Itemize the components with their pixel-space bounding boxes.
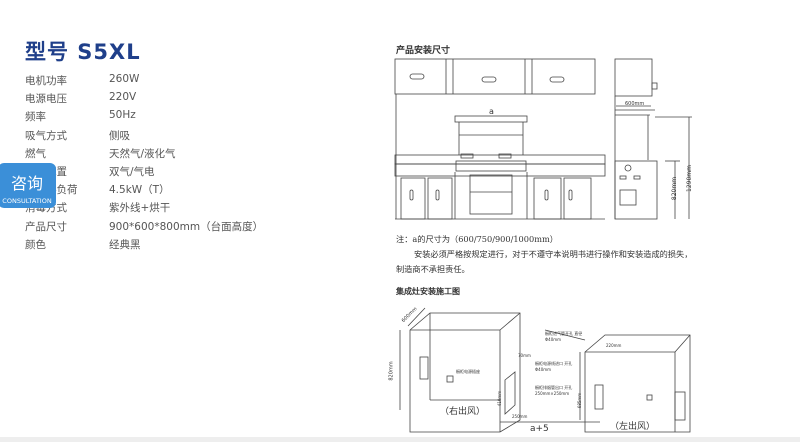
dim-820-iso: 820mm bbox=[388, 361, 395, 381]
dim-600: 600mm bbox=[625, 101, 645, 107]
dim-1290: 1290mm bbox=[685, 165, 693, 192]
spec-value: 4.5kW（T） bbox=[109, 184, 170, 197]
exhaust-label: 橱柜排烟管出口 开孔250mm×250mm bbox=[535, 385, 573, 396]
consultation-button[interactable]: 咨询 CONSULTATION bbox=[0, 163, 56, 208]
spec-value: 天然气/液化气 bbox=[109, 147, 176, 160]
spec-key: 颜色 bbox=[25, 238, 46, 251]
spec-key: 电源电压 bbox=[25, 93, 67, 106]
spec-row: 燃气 天然气/液化气 bbox=[25, 146, 263, 164]
spec-row: 电机功率 260W bbox=[25, 73, 263, 91]
spec-row: 产品尺寸 900*600*800mm（台面高度） bbox=[25, 219, 263, 237]
spec-key: 产品尺寸 bbox=[25, 220, 67, 233]
page-title: 型号 S5XL bbox=[25, 40, 141, 64]
dim-410: 410mm bbox=[497, 390, 503, 407]
construction-heading: 集成灶安装施工图 bbox=[396, 287, 460, 296]
spec-value: 50Hz bbox=[109, 109, 136, 122]
dim-250: 250mm bbox=[512, 414, 528, 419]
spec-value: 双气/气电 bbox=[109, 165, 155, 178]
socket-label: 橱柜电源插座 bbox=[456, 369, 480, 374]
dim-70: 70mm bbox=[518, 353, 531, 358]
spec-value: 紫外线+烘干 bbox=[109, 202, 171, 215]
right-outlet-label: （右出风） bbox=[440, 407, 486, 417]
spec-key: 燃气 bbox=[25, 147, 46, 160]
spec-value: 900*600*800mm（台面高度） bbox=[109, 220, 264, 233]
dim-a: a bbox=[489, 107, 494, 116]
bottom-bar bbox=[0, 437, 800, 442]
install-note: 注：a的尺寸为（600/750/900/1000mm） 安装必须严格按规定进行，… bbox=[396, 232, 696, 277]
spec-row: 电源电压 220V bbox=[25, 91, 263, 109]
gas-inlet-label: 橱柜进气管开孔 直径Φ40mm bbox=[545, 331, 583, 342]
spec-value: 220V bbox=[109, 91, 137, 104]
spec-value: 侧吸 bbox=[109, 129, 130, 142]
note-warning: 安装必须严格按规定进行，对于不遵守本说明书进行操作和安装造成的损失，制造商不承担… bbox=[396, 249, 693, 274]
power-inlet-label: 橱柜电源线进口 开孔Φ40mm bbox=[535, 361, 573, 372]
spec-key: 电机功率 bbox=[25, 75, 67, 87]
spec-value: 经典黑 bbox=[109, 238, 141, 251]
spec-row: 吸气方式 侧吸 bbox=[25, 128, 263, 146]
spec-row: 颜色 经典黑 bbox=[25, 237, 263, 255]
spec-value: 260W bbox=[109, 73, 140, 85]
note-size: 注：a的尺寸为（600/750/900/1000mm） bbox=[396, 234, 558, 244]
consult-label: 咨询 bbox=[10, 174, 43, 193]
consult-sublabel: CONSULTATION bbox=[2, 197, 52, 205]
spec-key: 频率 bbox=[25, 111, 46, 124]
spec-key: 吸气方式 bbox=[25, 129, 67, 142]
dim-a-plus-5: a+5 bbox=[530, 424, 549, 434]
spec-table: 电机功率 260W 电源电压 220V 频率 50Hz 吸气方式 侧吸 燃气 天然气/液化… bbox=[25, 73, 263, 255]
dim-685: 685mm bbox=[577, 392, 583, 409]
dim-220: 220mm bbox=[606, 343, 622, 348]
dim-820: 820mm bbox=[671, 176, 679, 201]
spec-row: 频率 50Hz bbox=[25, 109, 263, 127]
install-size-heading: 产品安装尺寸 bbox=[396, 46, 451, 56]
left-outlet-label: （左出风） bbox=[610, 422, 656, 432]
